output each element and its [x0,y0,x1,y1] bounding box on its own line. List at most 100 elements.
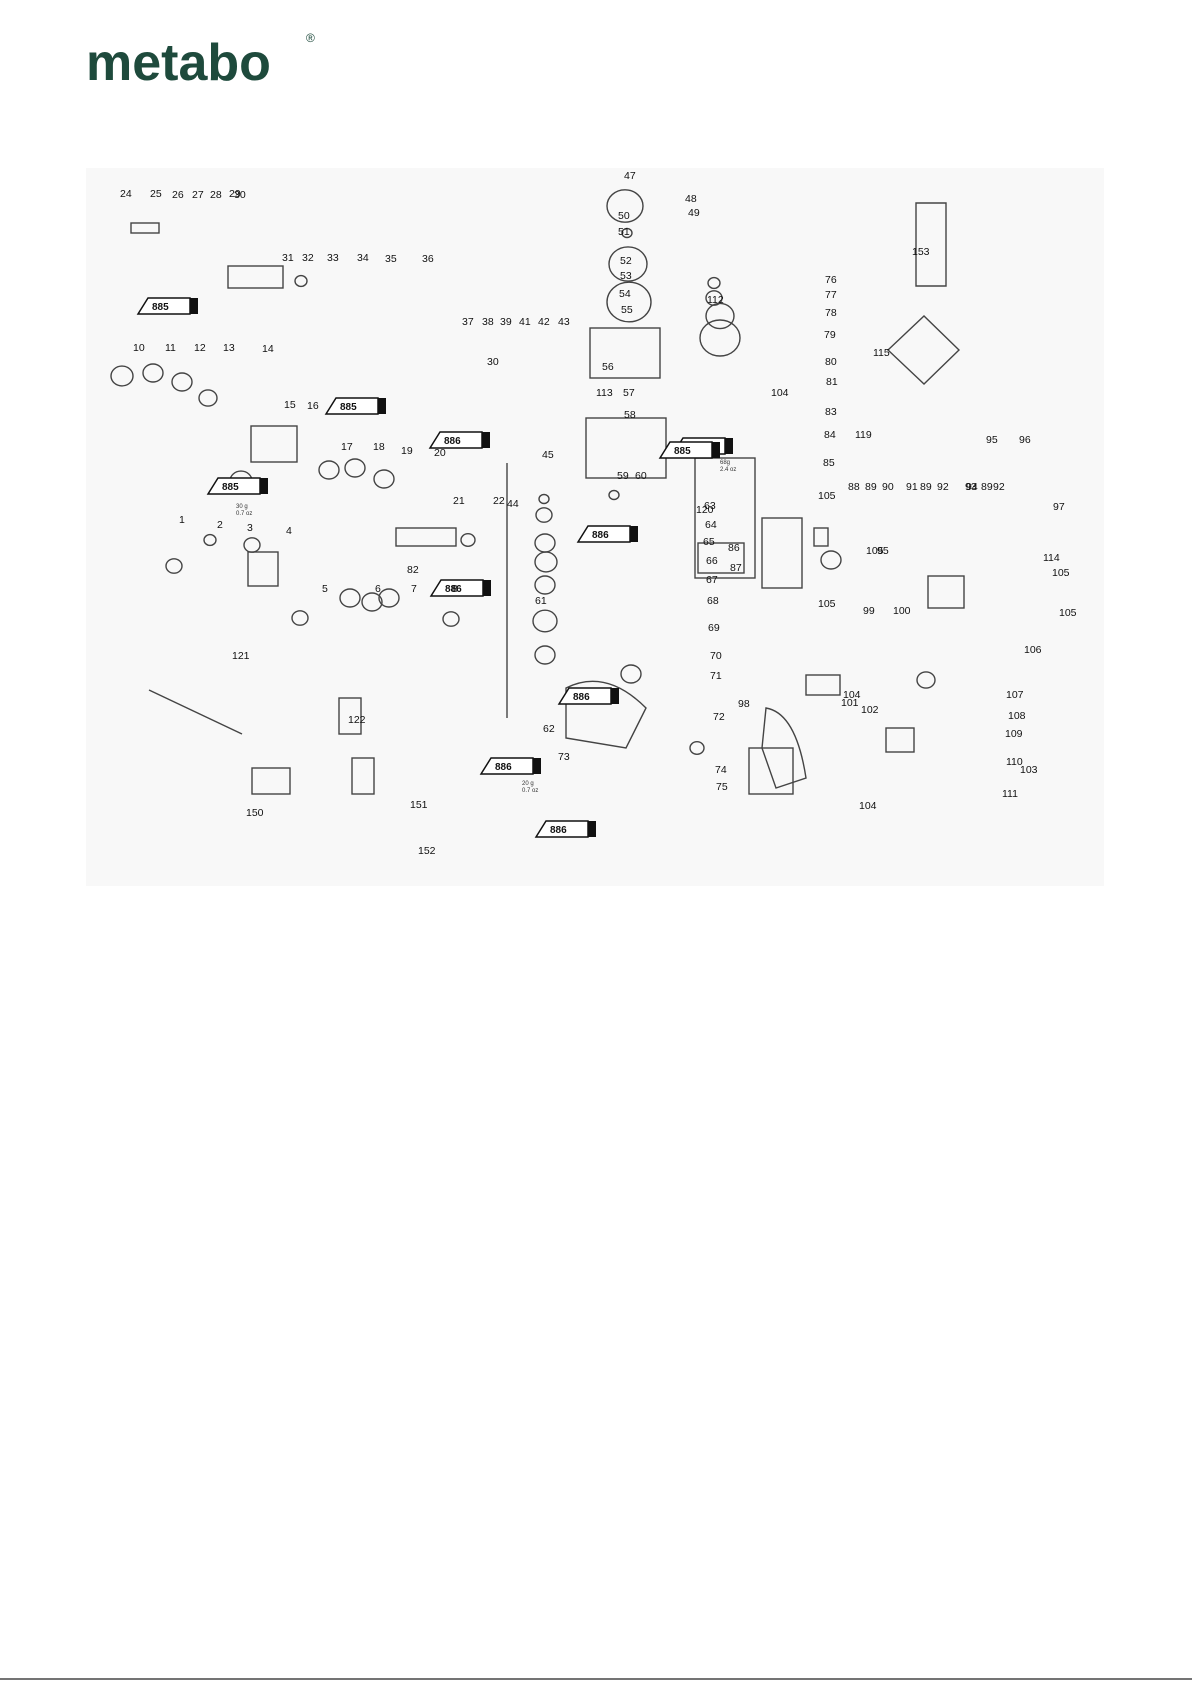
part-callout: 119 [855,429,872,441]
part-callout: 1 [179,514,185,526]
part-callout: 99 [863,605,875,617]
grease-tube-label: 886 [444,436,461,447]
part-callout: 17 [341,441,353,453]
part-callout: 72 [713,711,725,723]
part-callout: 78 [825,307,837,319]
part-callout: 27 [192,189,204,201]
part-callout: 111 [1002,788,1018,800]
part-callout: 154 [86,168,104,171]
part-callout: 105 [818,490,836,502]
grease-tube-label: 885 [340,402,357,413]
weight-note: 2.4 oz [720,467,736,473]
part-callout: 57 [623,387,635,399]
grease-tube: 885 [658,441,720,459]
grease-tube: 885 [206,477,268,495]
part-callout: 66 [706,555,718,567]
part-callout: 81 [826,376,838,388]
part-callout: 53 [620,270,632,282]
part-callout: 8 [452,583,458,595]
part-callout: 88 [848,481,860,493]
grease-tube: 886 [534,820,596,838]
part-callout: 22 [493,495,505,507]
grease-tube-label: 885 [222,482,239,493]
part-callout: 58 [624,409,636,421]
exploded-parts-diagram: 885885885886885886885886886886886 30 g0.… [86,168,1104,886]
metabo-logo: metabo ® [86,31,315,92]
part-callout: 104 [771,387,789,399]
part-callout: 82 [407,564,419,576]
part-callout: 36 [422,253,434,265]
part-callout: 84 [824,429,836,441]
part-callout: 73 [558,751,570,763]
part-callout: 97 [1053,501,1065,513]
part-callout: 70 [710,650,722,662]
part-callout: 67 [706,574,718,586]
weight-note: 20 g [522,781,534,787]
grease-tube: 886 [576,525,638,543]
part-callout: 71 [710,670,722,682]
part-callout: 94 [966,481,978,493]
part-callout: 89 [865,481,877,493]
part-callout: 4 [286,525,292,537]
part-callout: 45 [542,449,554,461]
part-callout: 18 [373,441,385,453]
part-callout: 152 [418,845,436,857]
part-callout: 76 [825,274,837,286]
part-callout: 105 [1052,567,1070,579]
part-callout: 35 [385,253,397,265]
part-callout: 29 [229,188,241,200]
grease-tube-label: 886 [592,530,609,541]
part-callout: 61 [535,595,547,607]
part-callout: 105 [818,598,836,610]
part-callout: 107 [1006,689,1024,701]
logo-wordmark: metabo [86,34,271,92]
part-callout: 89 [981,481,993,493]
grease-tube-label: 885 [674,446,691,457]
part-callout: 91 [906,481,918,493]
part-callout: 47 [624,170,636,182]
part-callout: 98 [738,698,750,710]
part-callout: 113 [596,387,613,399]
part-callout: 54 [619,288,631,300]
part-callout: 33 [327,252,339,264]
part-callout: 34 [357,252,369,264]
part-callout: 50 [618,210,630,222]
part-callout: 3 [247,522,253,534]
part-callout: 92 [993,481,1005,493]
part-callout: 109 [1005,728,1023,740]
part-callout: 96 [1019,434,1031,446]
part-callout: 80 [825,356,837,368]
part-callout: 93 [965,481,977,493]
part-callout: 16 [307,400,319,412]
grease-tube: 885 [324,397,386,415]
part-callout: 87 [730,562,742,574]
part-callout: 55 [621,304,633,316]
weight-note: 0.7 oz [522,788,538,794]
part-callout: 95 [986,434,998,446]
part-callout: 79 [824,329,836,341]
part-callout: 59 [617,470,629,482]
part-callout: 38 [482,316,494,328]
part-callout: 102 [861,704,879,716]
part-callout: 60 [635,470,647,482]
grease-tube: 886 [557,687,619,705]
part-callout: 44 [507,498,519,510]
part-callout: 30 [234,189,246,201]
part-callout: 49 [688,207,700,219]
part-callout: 10 [133,342,145,354]
part-callout: 48 [685,193,697,205]
part-callout: 151 [410,799,428,811]
part-callout: 114 [1043,552,1060,564]
grease-tube-label: 886 [573,692,590,703]
part-callout: 51 [618,226,630,238]
part-callout: 74 [715,764,727,776]
grease-tube-label: 885 [152,302,169,313]
part-callout: 100 [893,605,911,617]
part-callout: 65 [703,536,715,548]
part-callout: 90 [882,481,894,493]
part-callout: 42 [538,316,550,328]
part-callout: 7 [411,583,417,595]
part-callout: 63 [704,500,716,512]
part-callout: 20 [434,447,446,459]
part-callout: 28 [210,189,222,201]
